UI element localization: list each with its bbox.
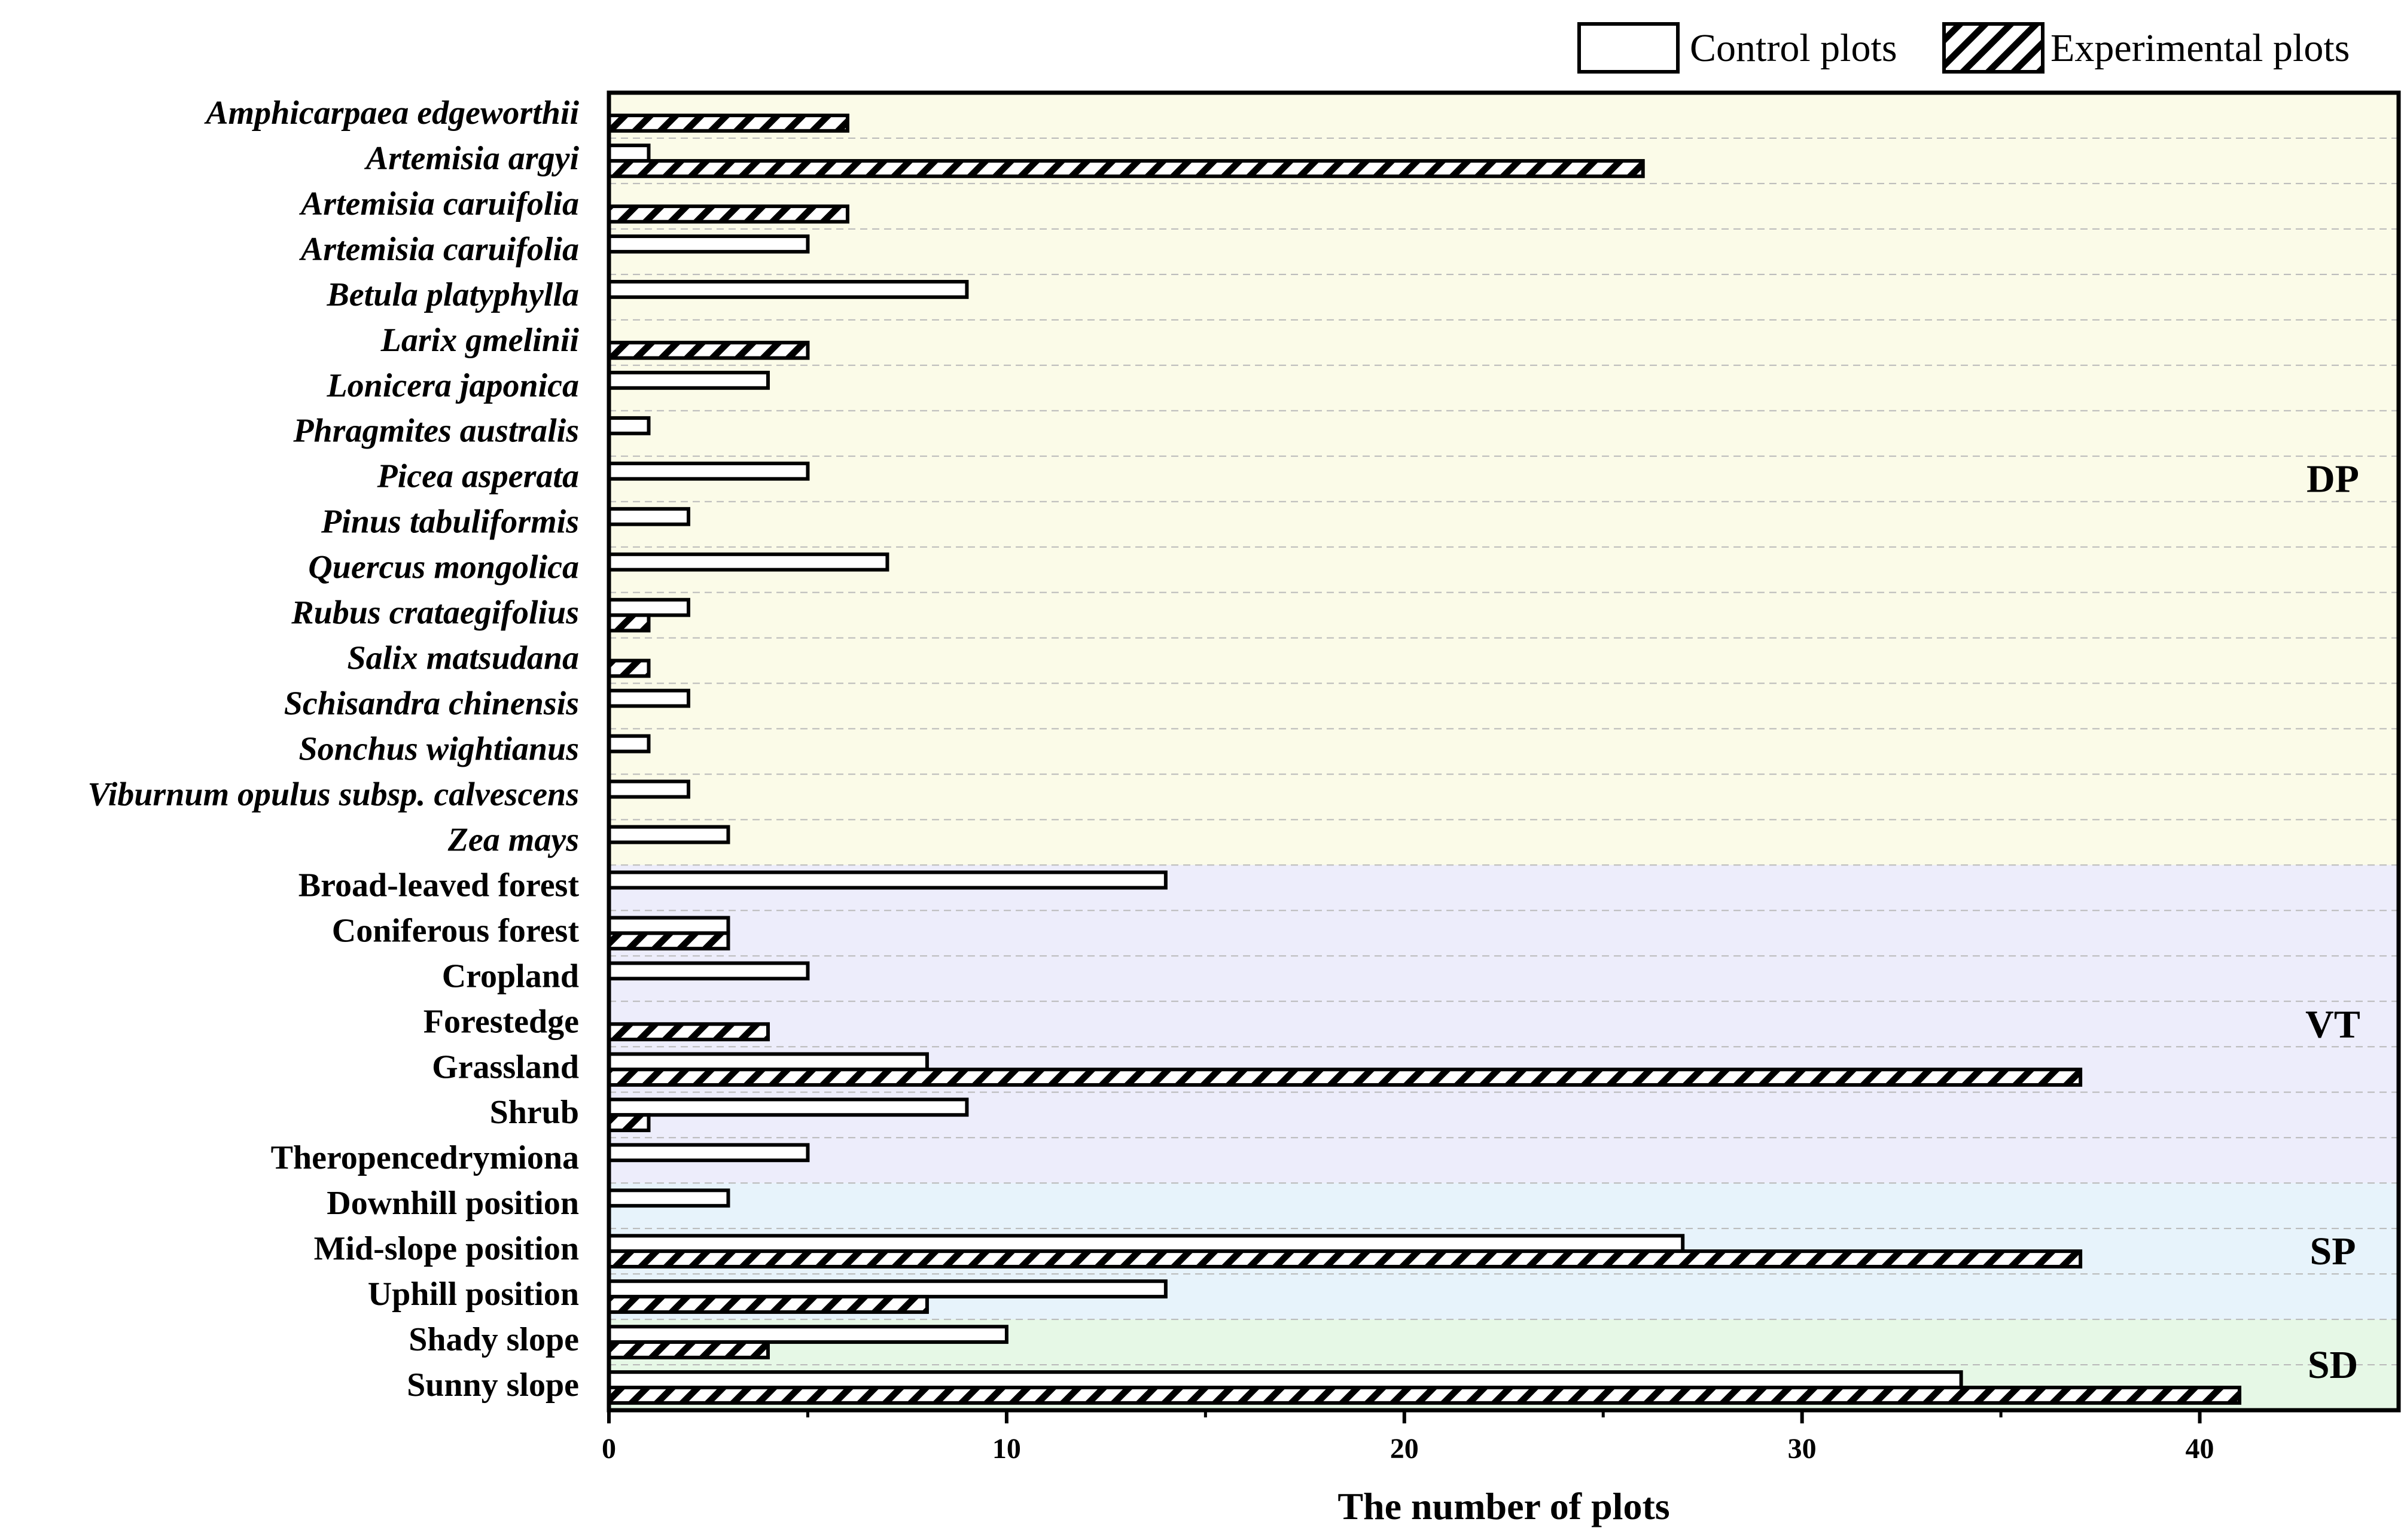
category-label: Lonicera japonica [326,367,579,404]
category-label: Rubus crataegifolius [291,594,579,632]
bar-control-broad-leaved-forest [607,870,1168,890]
bar-experimental-shady-slope [607,1340,770,1359]
bar-experimental-larix-gmelinii [607,340,810,360]
category-label: Betula platyphylla [326,276,579,313]
x-axis: 0 10 20 30 40 [602,1410,2214,1465]
bar-experimental-shrub [607,1113,651,1133]
bar-experimental-artemisia-caruifolia [607,204,849,224]
bar-control-downhill-position [607,1188,730,1208]
bar-control-pinus-tabuliformis [607,507,690,526]
bar-experimental-salix-matsudana [607,658,651,678]
category-label: Mid-slope position [314,1230,579,1267]
x-tick-label: 0 [602,1433,616,1465]
category-label: Amphicarpaea edgeworthii [204,94,579,132]
bar-experimental-artemisia-argyi [607,158,1645,178]
bar-control-phragmites-australis [607,416,651,435]
group-label-vt: VT [2305,1002,2360,1046]
group-labels: DP VT SP SD [2305,458,2360,1387]
x-axis-title: The number of plots [1337,1485,1669,1527]
plot-frame [607,90,2401,1413]
bar-control-sunny-slope [607,1370,1963,1390]
bar-control-sonchus-wightianus [607,734,651,754]
bar-control-coniferous-forest [607,916,730,935]
group-bands [609,93,2399,1410]
category-label: Artemisia caruifolia [299,231,579,268]
category-label: Quercus mongolica [308,549,579,586]
category-label: Coniferous forest [332,912,580,949]
legend-label-experimental: Experimental plots [2050,26,2350,70]
band-vt [609,865,2399,1184]
group-label-sp: SP [2309,1230,2356,1273]
bar-control-uphill-position [607,1279,1168,1299]
category-label: Sunny slope [407,1367,579,1404]
bar-experimental-coniferous-forest [607,931,730,951]
category-label: Pinus tabuliformis [321,504,579,541]
legend: Control plots Experimental plots [1577,22,2350,74]
legend-label-control: Control plots [1690,26,1897,70]
bar-experimental-rubus-crataegifolius [607,613,651,633]
legend-swatch-experimental [1942,22,2045,74]
bar-control-shrub [607,1097,969,1117]
category-label: Shady slope [409,1321,579,1358]
x-tick-label: 20 [1390,1433,1419,1465]
bar-control-theropencedrymiona [607,1143,810,1163]
category-label: Uphill position [368,1276,579,1313]
group-label-sd: SD [2308,1343,2358,1387]
bar-control-artemisia-argyi [607,144,651,163]
group-label-dp: DP [2307,458,2359,501]
bar-control-betula-platyphylla [607,280,969,299]
category-label: Grassland [432,1048,579,1085]
bar-control-picea-asperata [607,461,810,481]
category-label: Viburnum opulus subsp. calvescens [87,776,579,813]
bar-experimental-forestedge [607,1022,770,1042]
bar-control-cropland [607,961,810,981]
bar-control-schisandra-chinensis [607,688,690,708]
bar-experimental-grassland [607,1068,2083,1087]
legend-swatch-control [1577,22,1680,74]
category-label: Artemisia argyi [364,140,580,177]
category-label: Shrub [490,1094,579,1131]
category-label: Zea mays [447,821,579,858]
band-dp [609,93,2399,865]
bar-control-shady-slope [607,1325,1008,1344]
bar-control-artemisia-caruifolia [607,234,810,254]
x-tick-label: 30 [1788,1433,1817,1465]
bar-control-quercus-mongolica [607,552,889,572]
category-label: Cropland [442,957,579,995]
bar-control-lonicera-japonica [607,370,770,390]
category-label: Schisandra chinensis [284,685,579,722]
bar-control-grassland [607,1052,929,1072]
category-label: Theropencedrymiona [271,1139,579,1176]
bar-experimental-mid-slope-position [607,1249,2083,1268]
category-label: Salix matsudana [348,640,579,677]
x-tick-label: 10 [992,1433,1021,1465]
category-label: Forestedge [423,1003,579,1040]
category-label: Downhill position [327,1185,579,1222]
bar-experimental-sunny-slope [607,1386,2242,1405]
category-label: Artemisia caruifolia [299,185,579,222]
bar-experimental-uphill-position [607,1295,929,1314]
bar-control-rubus-crataegifolius [607,597,690,617]
x-tick-label: 40 [2186,1433,2214,1465]
bar-control-mid-slope-position [607,1234,1685,1254]
category-label: Sonchus wightianus [299,731,579,768]
category-label: Picea asperata [377,458,579,495]
category-label: Broad-leaved forest [298,867,580,904]
category-label: Larix gmelinii [380,322,580,359]
bar-control-zea-mays [607,825,730,844]
bar-control-viburnum-opulus-subsp-calvescens [607,779,690,799]
bar-experimental-amphicarpaea-edgeworthii [607,113,849,133]
category-label: Phragmites australis [292,413,579,450]
